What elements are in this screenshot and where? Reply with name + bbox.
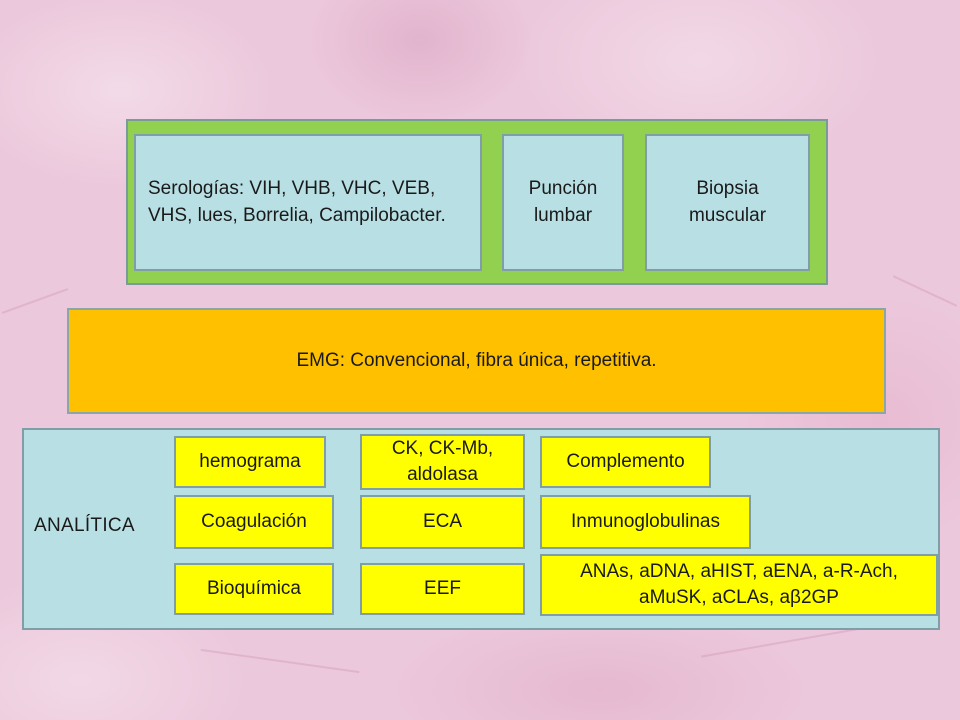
- background-texture-line: [200, 648, 360, 674]
- hemograma-text: hemograma: [199, 451, 301, 473]
- eef-text: EEF: [424, 578, 461, 600]
- complemento-text: Complemento: [566, 451, 685, 473]
- emg-text: EMG: Convencional, fibra única, repetiti…: [296, 350, 657, 371]
- hemograma-box: hemograma: [174, 436, 326, 488]
- ck-text: CK, CK-Mb, aldolasa: [391, 438, 494, 485]
- background-texture-line: [1, 288, 69, 314]
- eef-box: EEF: [360, 563, 525, 615]
- anas-box: ANAs, aDNA, aHIST, aENA, a-R-Ach, aMuSK,…: [540, 554, 938, 616]
- ck-box: CK, CK-Mb, aldolasa: [360, 434, 525, 490]
- emg-box: EMG: Convencional, fibra única, repetiti…: [67, 308, 886, 414]
- serologias-box: Serologías: VIH, VHB, VHC, VEB, VHS, lue…: [134, 134, 482, 271]
- puncion-lumbar-text: Punción lumbar: [528, 177, 598, 226]
- coagulacion-box: Coagulación: [174, 495, 334, 549]
- serologias-text: Serologías: VIH, VHB, VHC, VEB, VHS, lue…: [148, 177, 446, 226]
- background-texture-line: [892, 275, 958, 307]
- puncion-lumbar-box: Punción lumbar: [502, 134, 624, 271]
- bioquimica-text: Bioquímica: [207, 578, 301, 600]
- anas-text: ANAs, aDNA, aHIST, aENA, a-R-Ach, aMuSK,…: [580, 561, 898, 608]
- analitica-label: ANALÍTICA: [34, 515, 135, 536]
- eca-text: ECA: [422, 511, 463, 533]
- inmunoglobulinas-text: Inmunoglobulinas: [571, 511, 720, 533]
- coagulacion-text: Coagulación: [201, 511, 307, 533]
- biopsia-muscular-text: Biopsia muscular: [688, 177, 767, 226]
- inmunoglobulinas-box: Inmunoglobulinas: [540, 495, 751, 549]
- eca-box: ECA: [360, 495, 525, 549]
- bioquimica-box: Bioquímica: [174, 563, 334, 615]
- biopsia-muscular-box: Biopsia muscular: [645, 134, 810, 271]
- complemento-box: Complemento: [540, 436, 711, 488]
